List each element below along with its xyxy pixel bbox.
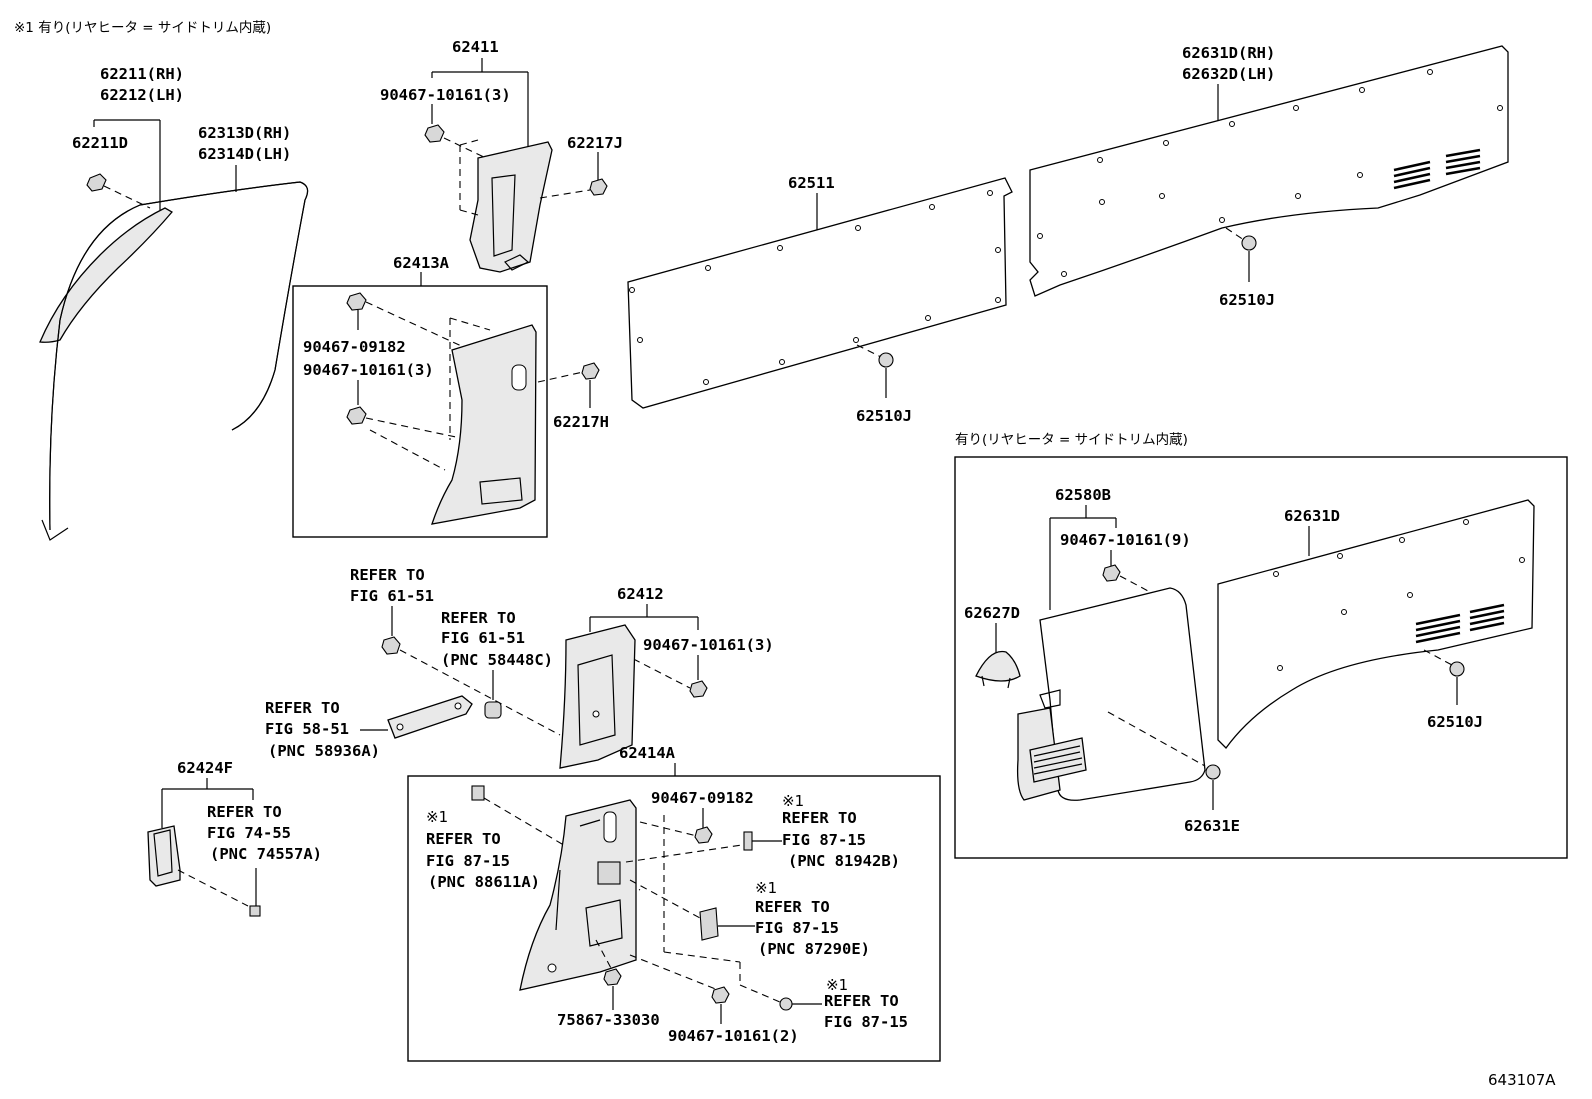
label-62211D: 62211D: [72, 134, 128, 152]
ref6-line1: REFER TO: [782, 809, 857, 827]
label-62424F: 62424F: [177, 759, 233, 777]
clip-90467-09182-b: [694, 826, 713, 844]
label-62632D-LH: 62632D(LH): [1182, 65, 1275, 83]
clip-62510J-a: [878, 352, 894, 368]
label-62631E: 62631E: [1184, 817, 1240, 835]
label-62217H: 62217H: [553, 413, 609, 431]
clip-90467-c: [689, 680, 708, 698]
label-90467-09182-a: 90467-09182: [303, 338, 406, 356]
label-62211: 62211(RH): [100, 65, 184, 83]
label-62511: 62511: [788, 174, 835, 192]
mark-88611A: ※1: [426, 808, 448, 826]
ref5-line2: FIG 87-15: [426, 852, 510, 870]
group-box-62413A: [292, 285, 548, 538]
label-62217J: 62217J: [567, 134, 623, 152]
front-pillar-garnish: [39, 207, 174, 343]
quarter-trim-panel-62631D: [1029, 45, 1509, 297]
ref1-line2: FIG 61-51: [350, 587, 434, 605]
label-90467-10161-3-b: 90467-10161(3): [303, 361, 434, 379]
clip-62631E: [1205, 764, 1221, 780]
ref8-line2: FIG 87-15: [824, 1013, 908, 1031]
note-rear-heater-box: 有り(リヤヒータ = サイドトリム内蔵): [955, 432, 1188, 448]
clip-62510J-b: [1241, 235, 1257, 251]
bracket-fig-58-51: [387, 695, 473, 739]
clip-62510J-c: [1449, 661, 1465, 677]
clip-62211D: [86, 173, 107, 192]
label-90467-10161-9: 90467-10161(9): [1060, 531, 1191, 549]
label-62510J-b: 62510J: [1219, 291, 1275, 309]
clip-62217H: [581, 362, 600, 380]
ref3-line3: (PNC 58936A): [268, 742, 380, 760]
label-62314D: 62314D(LH): [198, 145, 291, 163]
clip-62217J: [589, 178, 608, 196]
quarter-trim-panel-62631D-heater: [1217, 499, 1535, 749]
label-62510J-a: 62510J: [856, 407, 912, 425]
ref7-line3: (PNC 87290E): [758, 940, 870, 958]
mark-87290E: ※1: [755, 879, 777, 897]
ref2-line2: FIG 61-51: [441, 629, 525, 647]
lower-pillar-garnish-62412: [559, 624, 636, 769]
ref2-line3: (PNC 58448C): [441, 651, 553, 669]
ref5-line3: (PNC 88611A): [428, 873, 540, 891]
label-62212: 62212(LH): [100, 86, 184, 104]
opening-trim-weatherstrip: [41, 181, 309, 541]
label-62412: 62412: [617, 585, 664, 603]
label-90467-10161-3-c: 90467-10161(3): [643, 636, 774, 654]
group-box-rear-heater: [954, 456, 1568, 859]
upper-pillar-garnish-62411: [469, 141, 553, 273]
grommet-62627D: [975, 650, 1021, 689]
ref3-line1: REFER TO: [265, 699, 340, 717]
ref1-line1: REFER TO: [350, 566, 425, 584]
ref7-line1: REFER TO: [755, 898, 830, 916]
ref4-line2: FIG 74-55: [207, 824, 291, 842]
ref6-line2: FIG 87-15: [782, 831, 866, 849]
heater-duct-cover-62580B: [1016, 587, 1206, 801]
clip-90467-09182-a: [346, 292, 367, 311]
label-62413A: 62413A: [393, 254, 450, 272]
ref8-line1: REFER TO: [824, 992, 899, 1010]
label-62510J-c: 62510J: [1427, 713, 1483, 731]
ref7-line2: FIG 87-15: [755, 919, 839, 937]
note-rear-heater-option: ※1 有り(リヤヒータ = サイドトリム内蔵): [14, 20, 271, 36]
label-62580B: 62580B: [1055, 486, 1111, 504]
group-box-62414A: [407, 775, 941, 1062]
mark-81942B: ※1: [782, 792, 804, 810]
label-62631D: 62631D: [1284, 507, 1340, 525]
label-62411: 62411: [452, 38, 499, 56]
mark-87-15: ※1: [826, 976, 848, 994]
clip-75867: [603, 968, 622, 986]
ref2-line1: REFER TO: [441, 609, 516, 627]
center-pillar-lower-garnish-62413A: [431, 324, 537, 525]
label-62414A: 62414A: [619, 744, 676, 762]
ref4-line1: REFER TO: [207, 803, 282, 821]
roof-side-panel-62511: [627, 177, 1013, 409]
clip-90467-d: [711, 986, 730, 1004]
ref6-line3: (PNC 81942B): [788, 852, 900, 870]
bushing-fig-61-51: [484, 701, 502, 719]
connector-pnc-87290E: [699, 907, 719, 941]
clip-pnc-87-15: [779, 997, 793, 1011]
ref3-line2: FIG 58-51: [265, 720, 349, 738]
clip-pnc-81942B: [743, 831, 753, 851]
ref4-line3: (PNC 74557A): [210, 845, 322, 863]
lower-quarter-trim-62414A: [519, 799, 637, 991]
clip-90467-a: [424, 124, 445, 143]
bolt-fig-61-51: [381, 636, 401, 655]
clip-90467-e: [1102, 564, 1121, 582]
label-90467-09182-b: 90467-09182: [651, 789, 754, 807]
ref5-line1: REFER TO: [426, 830, 501, 848]
hook-62424F: [147, 825, 181, 887]
label-75867-33030: 75867-33030: [557, 1011, 660, 1029]
clip-pnc-88611A: [471, 785, 485, 801]
figure-code: 643107A: [1488, 1071, 1556, 1089]
label-62631D-RH: 62631D(RH): [1182, 44, 1275, 62]
label-90467-10161-2: 90467-10161(2): [668, 1027, 799, 1045]
label-90467-10161-3-a: 90467-10161(3): [380, 86, 511, 104]
clip-90467-b: [346, 406, 367, 425]
label-62627D: 62627D: [964, 604, 1020, 622]
label-62313D: 62313D(RH): [198, 124, 291, 142]
